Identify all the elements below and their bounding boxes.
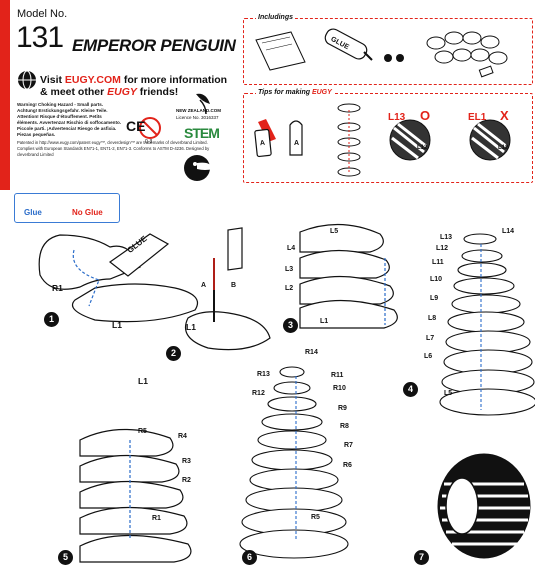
part-label: L14 <box>502 228 515 235</box>
toucan-icon <box>184 155 213 181</box>
globe-icon <box>18 70 36 90</box>
part-label: R3 <box>182 458 191 465</box>
tip-label-a-2: A <box>294 140 300 147</box>
tips-box <box>243 93 533 183</box>
part-label: R2 <box>182 477 191 484</box>
step1-illustration <box>38 233 199 323</box>
step-number: 2 <box>166 346 181 361</box>
includings-title: Includings <box>256 14 295 21</box>
part-label: L3 <box>285 266 294 273</box>
part-label: R14 <box>305 349 318 356</box>
correct-mark: O <box>420 108 431 123</box>
part-label: L5 <box>330 228 339 235</box>
part-label: R8 <box>340 423 349 430</box>
visit-line2-pre: & meet other <box>40 86 108 98</box>
model-number-label: Model No. <box>17 8 68 20</box>
step-number: 6 <box>242 550 257 565</box>
glue-legend: Glue No Glue <box>14 193 120 223</box>
part-label: R1 <box>152 515 161 522</box>
tips-brand: EUGY <box>311 89 332 96</box>
correct-left-label: L13 <box>388 112 406 123</box>
visit-line1-pre: Visit <box>40 74 65 86</box>
visit-text: Visit EUGY.COM for more information & me… <box>40 74 227 98</box>
age-label: 0-3 <box>145 139 153 145</box>
step4-illustration <box>439 233 535 416</box>
part-label: L1 <box>186 322 196 332</box>
part-label: R10 <box>333 385 346 392</box>
licence-label: Licence No. 3016337 <box>176 115 219 120</box>
step-number: 4 <box>403 382 418 397</box>
glue-tube-label: GLUE <box>125 234 149 255</box>
part-label: L1 <box>320 318 329 325</box>
stem-label: STEM <box>184 125 220 141</box>
part-label: R5 <box>138 428 147 435</box>
legend-glue: Glue <box>24 208 42 217</box>
model-number: 131 <box>16 21 64 54</box>
part-label: R12 <box>252 390 265 397</box>
part-label: L2 <box>285 285 294 292</box>
step7-penguin-illustration <box>437 453 531 559</box>
includings-box <box>243 18 533 85</box>
part-label: B <box>231 282 237 289</box>
part-label: L7 <box>426 335 435 342</box>
part-label: L10 <box>430 276 443 283</box>
legend-no-glue: No Glue <box>72 208 103 217</box>
correct-right-label: L12 <box>417 145 428 151</box>
wrong-mark: X <box>500 108 509 123</box>
part-label: R1 <box>52 283 63 293</box>
step3-illustration <box>299 223 398 329</box>
visit-link[interactable]: EUGY.COM <box>64 74 121 86</box>
part-label: L8 <box>428 315 437 322</box>
choking-warning: Warning! Choking Hazard - Small parts. A… <box>17 102 122 137</box>
part-label: R13 <box>257 371 270 378</box>
step2-illustration <box>184 227 271 351</box>
wrong-left-label: EL1 <box>468 112 487 123</box>
tips-title-text: Tips for making <box>258 89 312 96</box>
legal-text: Patented in http://www.eugy.com/patent e… <box>17 140 210 157</box>
step5-illustration <box>79 428 192 563</box>
visit-line2-post: friends! <box>136 86 179 98</box>
step-number: 3 <box>283 318 298 333</box>
brand-color-bar <box>0 0 10 190</box>
part-label: R4 <box>178 433 187 440</box>
part-label: L6 <box>424 353 433 360</box>
part-label: L5 <box>444 390 453 397</box>
part-label: R11 <box>331 372 344 379</box>
wrong-right-label: L12 <box>498 145 509 151</box>
step-number: 1 <box>44 312 59 327</box>
tip-label-a: A <box>259 139 266 148</box>
product-title: EMPEROR PENGUIN <box>72 36 236 55</box>
part-label-l1: L1 <box>138 376 148 386</box>
part-label: L4 <box>287 245 296 252</box>
part-label: L1 <box>112 320 122 330</box>
visit-line1-post: for more information <box>120 74 228 86</box>
nz-label: NEW ZEALAND.COM <box>176 108 221 113</box>
part-label: L9 <box>430 295 439 302</box>
part-label: R9 <box>338 405 347 412</box>
part-label: L12 <box>436 245 449 252</box>
part-label: R6 <box>343 462 352 469</box>
part-label: R5 <box>311 514 320 521</box>
part-label: R7 <box>344 442 353 449</box>
part-label: A <box>201 282 207 289</box>
step-number: 5 <box>58 550 73 565</box>
brand-name: EUGY <box>107 86 137 98</box>
ce-mark: CE <box>126 118 146 134</box>
tips-title: Tips for making EUGY <box>256 89 334 96</box>
step-number: 7 <box>414 550 429 565</box>
part-label: L11 <box>432 259 444 266</box>
part-label: L13 <box>440 234 453 241</box>
